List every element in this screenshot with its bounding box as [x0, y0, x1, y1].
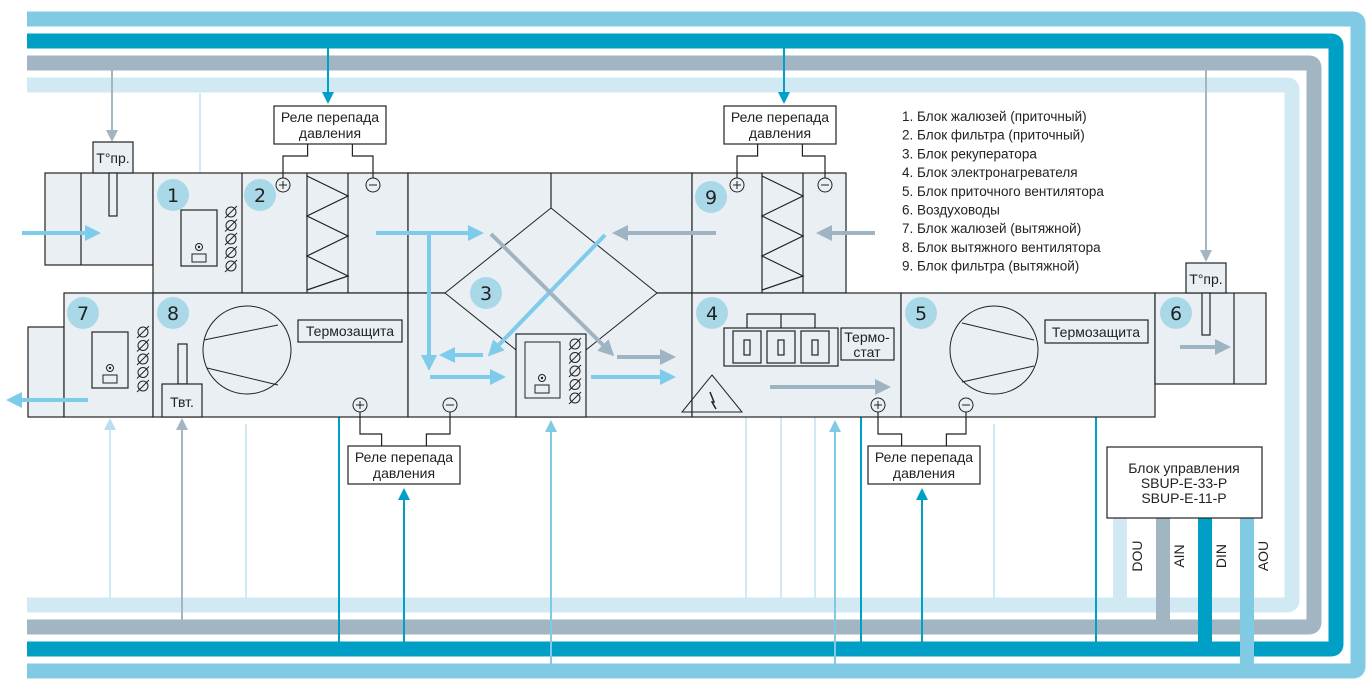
port-label-aou: AOU [1255, 541, 1271, 571]
terminal-icon [137, 353, 149, 365]
svg-text:6: 6 [1170, 303, 1182, 325]
fan-supply-icon [949, 305, 1039, 395]
legend-item: 6. Воздуховоды [902, 203, 1000, 218]
legend-item: 8. Блок вытяжного вентилятора [902, 240, 1101, 255]
terminal-icon [137, 340, 149, 351]
legend-item: 5. Блок приточного вентилятора [902, 184, 1104, 199]
bus-aou [27, 11, 1366, 679]
filter-zigzag-exhaust [760, 175, 805, 291]
temp-probe [108, 172, 118, 217]
temp-probe [1201, 292, 1211, 336]
terminal-blocks [136, 205, 582, 405]
svg-text:7: 7 [77, 303, 89, 325]
damper-actuator-1 [180, 209, 218, 267]
relay-label-2: давления [299, 125, 361, 141]
temp-sensor-box [92, 141, 134, 174]
terminal-icon [569, 392, 581, 404]
legend: 1. Блок жалюзей (приточный) 2. Блок фильт… [902, 109, 1104, 274]
high-voltage-icon [680, 374, 744, 413]
thermal-protection-box [297, 319, 403, 343]
temp-sensor-label: T°пр. [1189, 271, 1222, 287]
badge-9: 9 [695, 181, 727, 213]
relay-label-1: Реле перепада [875, 449, 973, 465]
control-unit-box [1106, 446, 1263, 519]
legend-item: 2. Блок фильтра (приточный) [902, 128, 1085, 143]
terminal-icon [225, 260, 237, 272]
relay-label-2: давления [893, 465, 955, 481]
control-unit-title: Блок управления [1128, 460, 1240, 476]
bus-dou [27, 77, 1300, 613]
thermostat-label-2: стат [853, 344, 881, 360]
svg-text:2: 2 [254, 185, 266, 207]
legend-item: 7. Блок жалюзей (вытяжной) [902, 221, 1081, 236]
filter-zigzag-supply [305, 175, 350, 291]
terminal-icon [569, 365, 581, 377]
svg-text:5: 5 [915, 303, 927, 325]
badge-2: 2 [244, 179, 276, 211]
svg-text:8: 8 [167, 303, 179, 325]
badge-1: 1 [157, 179, 189, 211]
svg-text:3: 3 [480, 283, 492, 305]
temp-sensor-label: T°пр. [96, 150, 129, 166]
terminal-icon [137, 380, 149, 392]
badge-4: 4 [696, 297, 728, 329]
terminal-icon [569, 338, 581, 350]
terminal-icon [137, 367, 149, 378]
fan-exhaust-icon [202, 305, 292, 395]
badge-5: 5 [905, 297, 937, 329]
badge-3: 3 [470, 277, 502, 309]
airflow-arrows [6, 225, 1231, 408]
terminal-icon [225, 233, 237, 245]
terminal-icon [225, 247, 237, 258]
legend-item: 4. Блок электронагревателя [902, 165, 1078, 180]
control-unit-model-1: SBUP-E-33-P [1141, 475, 1227, 491]
bus-ain [27, 55, 1322, 635]
terminal-icon [569, 379, 581, 390]
exhaust-duct-out [27, 326, 65, 418]
water-temp-box [161, 383, 203, 418]
badge-7: 7 [67, 297, 99, 329]
unit-5 [900, 292, 1156, 418]
thermostat-label-1: Термо- [844, 329, 890, 345]
svg-text:4: 4 [706, 303, 718, 325]
heater-elements [723, 313, 839, 367]
thermostat-box [840, 327, 895, 361]
damper-actuator-7 [91, 331, 129, 389]
terminal-icon [225, 206, 237, 218]
legend-item: 1. Блок жалюзей (приточный) [902, 109, 1087, 124]
supply-duct-in [44, 172, 154, 266]
port-label-dou: DOU [1129, 540, 1145, 571]
terminal-icon [569, 352, 581, 363]
thermal-protection-label: Термозащита [306, 323, 394, 339]
water-temp-label: Твт. [170, 394, 194, 410]
legend-item: 9. Блок фильтра (вытяжной) [902, 259, 1079, 274]
port-label-ain: AIN [1171, 544, 1187, 567]
badge-8: 8 [157, 297, 189, 329]
bus-din [27, 33, 1344, 657]
legend-item: 3. Блок рекуператора [902, 146, 1037, 161]
terminal-icon [137, 326, 149, 338]
port-label-din: DIN [1213, 544, 1229, 568]
svg-text:1: 1 [167, 185, 179, 207]
relay-label-1: Реле перепада [355, 449, 453, 465]
control-unit-model-2: SBUP-E-11-P [1141, 490, 1226, 506]
badge-6: 6 [1160, 297, 1192, 329]
water-temp-probe [177, 343, 188, 385]
terminal-icon [225, 220, 237, 231]
thermal-protection-label: Термозащита [1052, 324, 1140, 340]
svg-text:9: 9 [705, 187, 717, 209]
relay-label-1: Реле перепада [731, 109, 829, 125]
thermal-protection-box [1044, 319, 1149, 344]
relay-label-2: давления [749, 125, 811, 141]
relay-label-1: Реле перепада [281, 109, 379, 125]
relay-label-2: давления [373, 465, 435, 481]
